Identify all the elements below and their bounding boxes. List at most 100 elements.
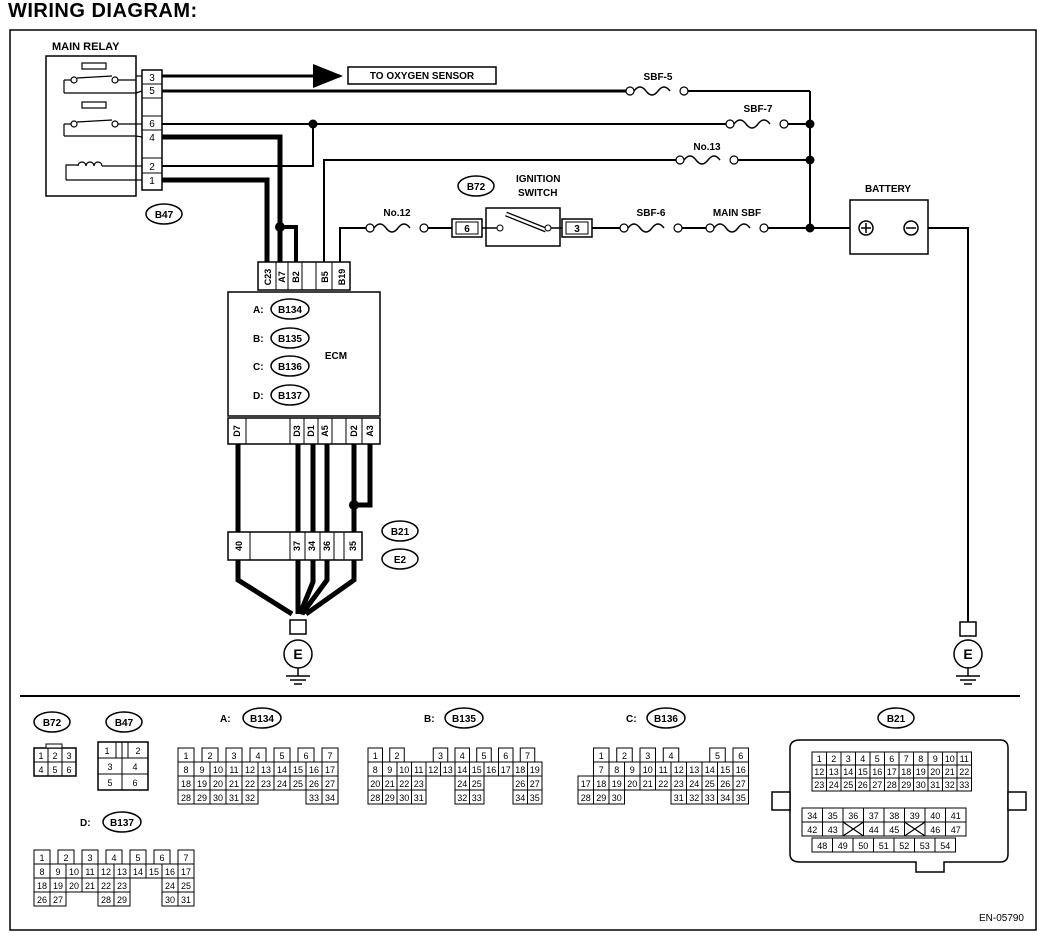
pin-number: 43	[828, 825, 838, 835]
pin-number: 18	[37, 881, 47, 891]
pin-number: 6	[159, 853, 164, 863]
pin-number: 36	[848, 811, 858, 821]
pin-number: 13	[443, 765, 453, 775]
pin-number: 20	[69, 881, 79, 891]
pin-number: 34	[720, 793, 730, 803]
pin-number: 23	[414, 779, 424, 789]
pin-number: 34	[325, 793, 335, 803]
pin-number: 11	[229, 765, 238, 775]
pin-number: 13	[829, 767, 839, 777]
pin-number: 12	[428, 765, 438, 775]
pin-number: 11	[414, 765, 423, 775]
fuse-label-main-sbf: MAIN SBF	[713, 208, 761, 219]
pin-number: 30	[399, 793, 409, 803]
pin-number: 1	[373, 751, 378, 761]
pin-number: 9	[387, 765, 392, 775]
pin-number: 18	[181, 779, 191, 789]
relay-pin-column: 3 5 6 4 2 1	[141, 69, 163, 191]
fuse-label-sbf5: SBF-5	[644, 72, 673, 83]
pin-number: 5	[481, 751, 486, 761]
pin-number: 3	[87, 853, 92, 863]
pin-number: 29	[901, 780, 911, 790]
pin-number: 32	[245, 793, 255, 803]
connector-badge-b137	[102, 811, 142, 833]
connector-code: B135	[452, 714, 476, 725]
pin-number: 26	[37, 895, 47, 905]
pin-number: 2	[831, 754, 836, 764]
page-title: WIRING DIAGRAM:	[8, 0, 198, 22]
pin-number: 31	[930, 780, 940, 790]
pin-number: 13	[689, 765, 699, 775]
pin-cell	[608, 789, 625, 805]
connector-code: B21	[887, 714, 906, 725]
pin-number: 31	[229, 793, 239, 803]
wires-to-ground	[235, 560, 357, 617]
pin-cell	[732, 789, 749, 805]
pin-number: 22	[658, 779, 668, 789]
connector-badge-b47	[105, 711, 143, 733]
ground-conn-pin: 34	[307, 541, 317, 551]
pin-number: 7	[525, 751, 530, 761]
pin-number: 21	[643, 779, 653, 789]
fuse-label-sbf7: SBF-7	[744, 104, 773, 115]
connector-code: B72	[43, 718, 62, 729]
fuse-label-no13: No.13	[693, 142, 721, 153]
ecm-connector-prefix: C:	[253, 362, 264, 373]
connector-code: B47	[115, 718, 134, 729]
pin-number: 15	[720, 765, 730, 775]
pin-cell	[177, 891, 195, 907]
pin-number: 1	[183, 751, 188, 761]
pin-number: 48	[817, 841, 827, 851]
pin-number: 27	[325, 779, 335, 789]
pin-number: 47	[951, 825, 961, 835]
connector-badge-b21	[381, 520, 419, 542]
relay-pin: 3	[149, 73, 155, 84]
pin-cell	[113, 891, 131, 907]
ground-icon	[283, 619, 313, 685]
wire-relay-pin4	[162, 134, 283, 262]
pin-number: 39	[910, 811, 920, 821]
pin-number: 54	[940, 841, 950, 851]
connector-code: E2	[394, 555, 407, 566]
pin-number: 14	[133, 867, 143, 877]
ground-connector-b21: 40 37 34 36 35	[227, 531, 363, 561]
ecm-connector-prefix: A:	[253, 305, 264, 316]
relay-contact-1	[63, 62, 136, 94]
pin-number: 42	[807, 825, 817, 835]
pin-number: 23	[674, 779, 684, 789]
ecm-pin: A7	[277, 271, 287, 283]
pin-number: 25	[472, 779, 482, 789]
ground-conn-pin: 37	[292, 541, 302, 551]
pin-number: 4	[460, 751, 465, 761]
pin-number: 27	[872, 780, 882, 790]
pin-number: 19	[197, 779, 207, 789]
pin-number: 26	[858, 780, 868, 790]
ecm-connector-code: B137	[278, 391, 302, 402]
figure-code: EN-05790	[979, 913, 1024, 924]
pin-number: 26	[309, 779, 319, 789]
pin-number: 1	[817, 754, 822, 764]
pin-number: 17	[887, 767, 897, 777]
ignition-switch: 6 3	[451, 207, 593, 247]
wire-sbf5	[162, 86, 811, 228]
connector-badge-b134	[242, 707, 282, 729]
wire-ecm-b2	[280, 225, 298, 262]
pin-number: 24	[277, 779, 287, 789]
pin-number: 9	[630, 765, 635, 775]
ignition-switch-label: IGNITION	[516, 174, 560, 185]
pin-cell	[469, 789, 485, 805]
pin-number: 19	[530, 765, 540, 775]
pin-number: 4	[132, 762, 137, 772]
wire-relay-pin1	[162, 177, 270, 262]
pin-number: 53	[920, 841, 930, 851]
pin-number: 6	[66, 765, 71, 775]
connector-badge-b72	[457, 175, 495, 197]
pin-number: 3	[107, 762, 112, 772]
pin-number: 44	[869, 825, 879, 835]
pin-number: 16	[309, 765, 319, 775]
pin-number: 8	[373, 765, 378, 775]
pin-cell	[527, 789, 543, 805]
pin-number: 32	[457, 793, 467, 803]
ecm-pin: C23	[263, 269, 273, 286]
